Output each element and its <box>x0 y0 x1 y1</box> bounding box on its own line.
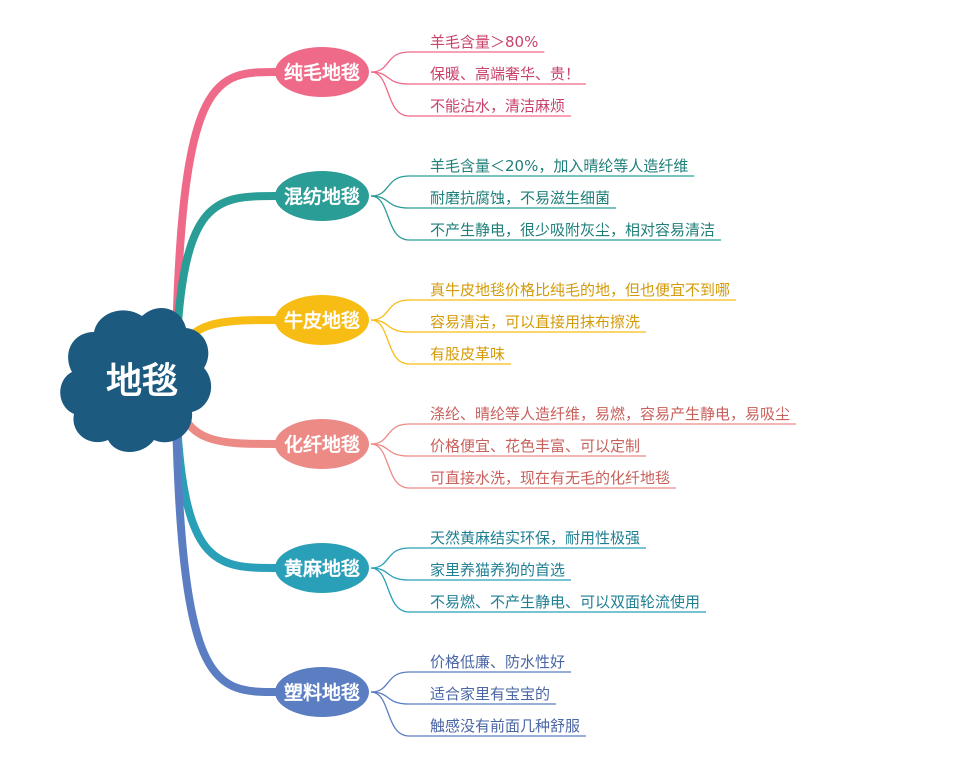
leaf-underline <box>370 299 737 321</box>
branch-node-ellipse <box>275 543 369 593</box>
leaf-text: 保暖、高端奢华、贵！ <box>430 65 580 83</box>
branch-node[interactable]: 化纤地毯 <box>275 419 369 469</box>
leaf-underline <box>370 175 695 197</box>
root-label: 地毯 <box>106 361 178 402</box>
leaf-item[interactable]: 有股皮革味 <box>370 319 512 365</box>
leaf-underline <box>370 423 797 445</box>
leaf-item[interactable]: 真牛皮地毯价格比纯毛的地，但也便宜不到哪 <box>370 281 737 321</box>
leaf-underline <box>370 443 647 457</box>
leaf-underline <box>370 443 677 489</box>
branch-node-ellipse <box>275 295 369 345</box>
leaf-text: 不产生静电，很少吸附灰尘，相对容易清洁 <box>430 221 715 239</box>
root-node[interactable]: 地毯 <box>60 307 212 452</box>
branch-node-ellipse <box>275 171 369 221</box>
leaf-text: 羊毛含量＞80% <box>430 33 538 51</box>
leaf-underline <box>370 195 722 241</box>
leaf-text: 不易燃、不产生静电、可以双面轮流使用 <box>430 593 700 611</box>
leaf-item[interactable]: 价格低廉、防水性好 <box>370 653 572 693</box>
branch-node-group: 牛皮地毯 真牛皮地毯价格比纯毛的地，但也便宜不到哪容易清洁，可以直接用抹布擦洗有股… <box>275 281 737 365</box>
branch-node-group: 混纺地毯 羊毛含量＜20%，加入晴纶等人造纤维耐磨抗腐蚀，不易滋生细菌不产生静电，… <box>275 157 722 241</box>
branch-node[interactable]: 纯毛地毯 <box>275 47 369 97</box>
leaf-item[interactable]: 羊毛含量＞80% <box>370 33 545 73</box>
root-cloud-shape <box>60 307 212 452</box>
leaf-item[interactable]: 涤纶、晴纶等人造纤维，易燃，容易产生静电，易吸尘 <box>370 405 797 445</box>
branch-node[interactable]: 混纺地毯 <box>275 171 369 221</box>
leaf-underline <box>370 671 572 693</box>
leaf-text: 有股皮革味 <box>430 345 505 363</box>
leaf-item[interactable]: 不能沾水，清洁麻烦 <box>370 71 572 117</box>
leaf-text: 不能沾水，清洁麻烦 <box>430 97 565 115</box>
leaf-text: 涤纶、晴纶等人造纤维，易燃，容易产生静电，易吸尘 <box>430 405 790 423</box>
branch-node-ellipse <box>275 667 369 717</box>
leaf-underline <box>370 691 587 737</box>
leaf-underline <box>370 547 647 569</box>
branch-label: 化纤地毯 <box>284 433 360 456</box>
leaf-item[interactable]: 耐磨抗腐蚀，不易滋生细菌 <box>370 189 617 209</box>
leaf-item[interactable]: 适合家里有宝宝的 <box>370 685 557 705</box>
branch-node-ellipse <box>275 419 369 469</box>
leaf-text: 家里养猫养狗的首选 <box>430 561 565 579</box>
branch-connector <box>172 192 281 363</box>
branch-node[interactable]: 塑料地毯 <box>275 667 369 717</box>
leaf-underline <box>370 195 617 209</box>
leaf-item[interactable]: 容易清洁，可以直接用抹布擦洗 <box>370 313 647 333</box>
branch-label: 牛皮地毯 <box>284 309 360 332</box>
leaf-text: 触感没有前面几种舒服 <box>430 717 580 735</box>
branch-node-group: 纯毛地毯 羊毛含量＞80% 保暖、高端奢华、贵！ 不能沾水，清洁麻烦 <box>275 33 587 117</box>
leaf-text: 羊毛含量＜20%，加入晴纶等人造纤维 <box>430 157 688 175</box>
leaf-item[interactable]: 天然黄麻结实环保，耐用性极强 <box>370 529 647 569</box>
leaf-text: 天然黄麻结实环保，耐用性极强 <box>430 529 640 547</box>
leaf-text: 适合家里有宝宝的 <box>430 685 550 703</box>
branch-label: 黄麻地毯 <box>284 557 360 580</box>
branch-node-ellipse <box>275 47 369 97</box>
leaf-underline <box>370 691 557 705</box>
branch-label: 纯毛地毯 <box>284 61 360 84</box>
leaf-underline <box>370 319 512 365</box>
branch-label: 塑料地毯 <box>284 681 360 704</box>
leaf-item[interactable]: 不易燃、不产生静电、可以双面轮流使用 <box>370 567 707 613</box>
leaf-text: 价格便宜、花色丰富、可以定制 <box>430 437 640 455</box>
branch-connector <box>172 68 281 349</box>
leaf-item[interactable]: 价格便宜、花色丰富、可以定制 <box>370 437 647 457</box>
leaf-text: 价格低廉、防水性好 <box>430 653 565 671</box>
branch-node[interactable]: 黄麻地毯 <box>275 543 369 593</box>
leaf-item[interactable]: 保暖、高端奢华、贵！ <box>370 65 587 85</box>
leaf-underline <box>370 319 647 333</box>
leaf-underline <box>370 71 587 85</box>
branch-node[interactable]: 牛皮地毯 <box>275 295 369 345</box>
leaf-underline <box>370 71 572 117</box>
leaf-item[interactable]: 可直接水洗，现在有无毛的化纤地毯 <box>370 443 677 489</box>
leaf-item[interactable]: 羊毛含量＜20%，加入晴纶等人造纤维 <box>370 157 695 197</box>
branch-connector <box>172 411 281 696</box>
branch-label: 混纺地毯 <box>284 185 360 208</box>
leaf-underline <box>370 567 707 613</box>
leaf-underline <box>370 567 572 581</box>
leaf-text: 可直接水洗，现在有无毛的化纤地毯 <box>430 469 670 487</box>
leaf-text: 耐磨抗腐蚀，不易滋生细菌 <box>430 189 610 207</box>
branch-node-group: 化纤地毯 涤纶、晴纶等人造纤维，易燃，容易产生静电，易吸尘价格便宜、花色丰富、可以… <box>275 405 797 489</box>
leaf-underline <box>370 51 545 73</box>
leaf-item[interactable]: 不产生静电，很少吸附灰尘，相对容易清洁 <box>370 195 722 241</box>
leaf-item[interactable]: 触感没有前面几种舒服 <box>370 691 587 737</box>
leaf-item[interactable]: 家里养猫养狗的首选 <box>370 561 572 581</box>
leaf-text: 容易清洁，可以直接用抹布擦洗 <box>430 313 640 331</box>
branch-node-group: 黄麻地毯 天然黄麻结实环保，耐用性极强家里养猫养狗的首选不易燃、不产生静电、可以双… <box>275 529 707 613</box>
leaf-text: 真牛皮地毯价格比纯毛的地，但也便宜不到哪 <box>430 281 730 299</box>
